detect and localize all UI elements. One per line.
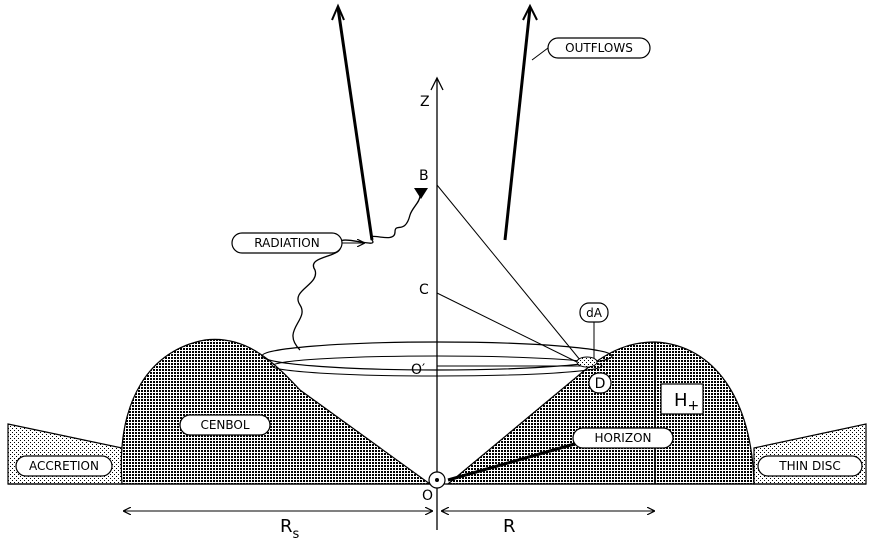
outflows-pointer: [531, 47, 549, 61]
z-axis-label: Z: [420, 94, 430, 110]
cenbol-label: CENBOL: [200, 418, 249, 432]
horizon-label: HORIZON: [595, 431, 652, 445]
cenbol-label-box: [179, 414, 271, 436]
ray-c: [436, 292, 586, 367]
cenbol-left-lobe: [120, 338, 432, 485]
point-b-label: B: [419, 168, 429, 184]
accretion-label-box: [15, 455, 113, 477]
thin-disc-label: THIN DISC: [778, 459, 840, 473]
outflow-left-arrowhead: [331, 3, 345, 21]
origin-label: O: [422, 488, 433, 504]
radiation-photon-path: [292, 195, 421, 351]
radius-label: R: [503, 516, 516, 537]
height-label: H+: [674, 390, 699, 414]
photon-arrowhead: [414, 188, 428, 199]
point-c-label: C: [419, 282, 429, 298]
da-marker: [576, 356, 598, 368]
radiation-label: RADIATION: [254, 236, 319, 250]
da-label-box: [579, 302, 609, 323]
outflow-right: [503, 7, 532, 241]
height-label-box: [660, 383, 704, 415]
da-label: dA: [586, 306, 603, 320]
outflows-label: OUTFLOWS: [565, 41, 633, 55]
thin-disc-label-box: [757, 455, 863, 477]
horizon-label-box: [572, 427, 674, 449]
horizon-line: [447, 439, 586, 482]
shock-radius-label: Rs: [280, 516, 300, 542]
z-axis-arrowhead: [430, 76, 444, 91]
ray-b: [436, 184, 586, 367]
outflow-left: [336, 7, 374, 241]
point-d-label: D: [595, 376, 606, 392]
point-d-label-box: [588, 372, 612, 394]
outflow-right-arrowhead: [522, 3, 538, 21]
accretion-label: ACCRETION: [29, 459, 99, 473]
origin-prime-label: O′: [411, 362, 425, 378]
cenbol-right-lobe: [446, 341, 755, 485]
black-hole-center: [435, 478, 439, 482]
